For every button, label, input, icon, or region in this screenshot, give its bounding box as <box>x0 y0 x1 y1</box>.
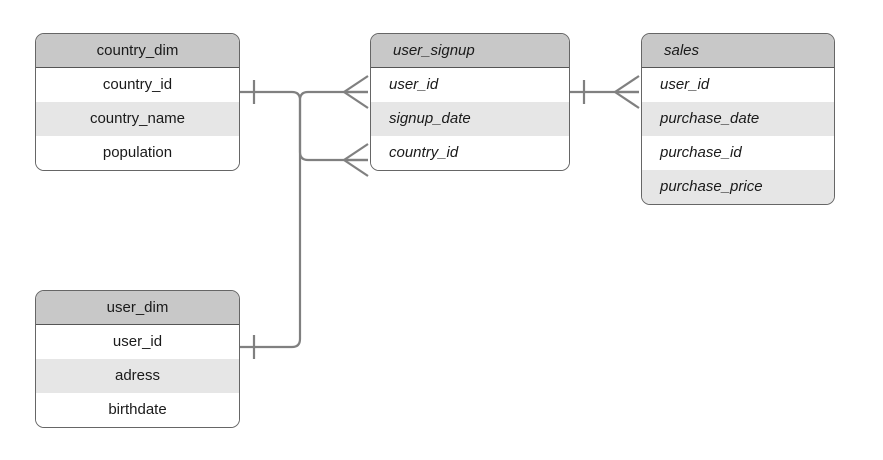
entity-column-user-signup-0[interactable]: user_id <box>371 68 569 102</box>
entity-user-signup[interactable]: user_signup user_id signup_date country_… <box>370 33 570 171</box>
entity-column-user-signup-1[interactable]: signup_date <box>371 102 569 136</box>
entity-column-sales-2[interactable]: purchase_id <box>642 136 834 170</box>
entity-column-country-dim-0[interactable]: country_id <box>36 68 239 102</box>
entity-column-user-dim-0[interactable]: user_id <box>36 325 239 359</box>
entity-title-country-dim: country_dim <box>36 34 239 68</box>
entity-title-sales: sales <box>642 34 834 68</box>
entity-column-user-dim-1[interactable]: adress <box>36 359 239 393</box>
entity-user-dim[interactable]: user_dim user_id adress birthdate <box>35 290 240 428</box>
entity-sales[interactable]: sales user_id purchase_date purchase_id … <box>641 33 835 205</box>
entity-column-sales-0[interactable]: user_id <box>642 68 834 102</box>
relationship-line-country-dim-user-signup <box>240 90 368 162</box>
entity-column-user-dim-2[interactable]: birthdate <box>36 393 239 427</box>
entity-column-user-signup-2[interactable]: country_id <box>371 136 569 170</box>
entity-column-country-dim-1[interactable]: country_name <box>36 102 239 136</box>
cardinality-many-user-signup-user-id <box>343 75 369 109</box>
entity-column-country-dim-2[interactable]: population <box>36 136 239 170</box>
entity-column-sales-3[interactable]: purchase_price <box>642 170 834 204</box>
entity-country-dim[interactable]: country_dim country_id country_name popu… <box>35 33 240 171</box>
cardinality-many-user-signup-country-id <box>343 143 369 177</box>
entity-title-user-signup: user_signup <box>371 34 569 68</box>
entity-column-sales-1[interactable]: purchase_date <box>642 102 834 136</box>
relationship-line-user-dim-user-signup <box>240 90 368 349</box>
cardinality-many-sales-user-id <box>614 75 640 109</box>
entity-title-user-dim: user_dim <box>36 291 239 325</box>
